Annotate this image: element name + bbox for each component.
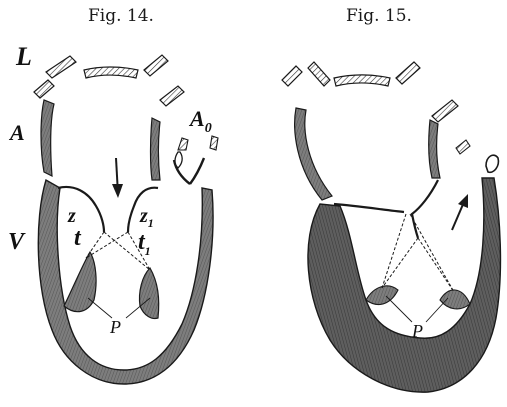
fig15-valve-leaflet-left [334,204,404,212]
fig14-valve-leaflet-left [58,187,104,232]
label-V: V [8,230,24,254]
fig14-ventricle-wall [38,180,213,384]
fig15-chordae [382,214,454,292]
figure-14 [34,55,218,384]
label-Ao-sub: 0 [205,121,212,136]
fig15-papillary-left [366,286,398,305]
fig14-arrow-down-icon [112,158,123,198]
label-t-right-sub: 1 [145,244,151,258]
fig15-atrium [295,108,440,200]
fig15-p-lines [386,296,448,322]
fig15-valve-leaflet-right [412,180,438,238]
label-P-fig14: P [110,318,121,336]
figure-15 [282,62,500,392]
fig15-ventricle-wall [308,178,501,392]
label-z-right-main: z [140,205,148,227]
label-Ao-main: A [190,106,205,131]
fig15-arrow-up-icon [452,194,468,230]
label-P-fig15: P [412,322,423,340]
fig14-papillary-left [64,252,96,312]
fig15-papillary-right [440,290,470,309]
label-L: L [16,44,32,70]
label-Ao: A0 [190,108,212,130]
fig15-aorta [456,140,498,172]
label-z-right: z1 [140,206,154,226]
fig15-pulmonary-veins [282,62,458,122]
label-t-right: t1 [138,230,151,254]
label-z-left: z [68,206,76,226]
label-z-right-sub: 1 [148,216,154,230]
label-t-right-main: t [138,229,145,255]
fig14-atrium [41,100,160,180]
fig14-aorta [174,136,218,184]
fig14-papillary-right [139,268,158,319]
label-t-left: t [74,226,81,250]
fig14-pulmonary-veins [34,55,184,106]
label-A: A [10,122,25,144]
